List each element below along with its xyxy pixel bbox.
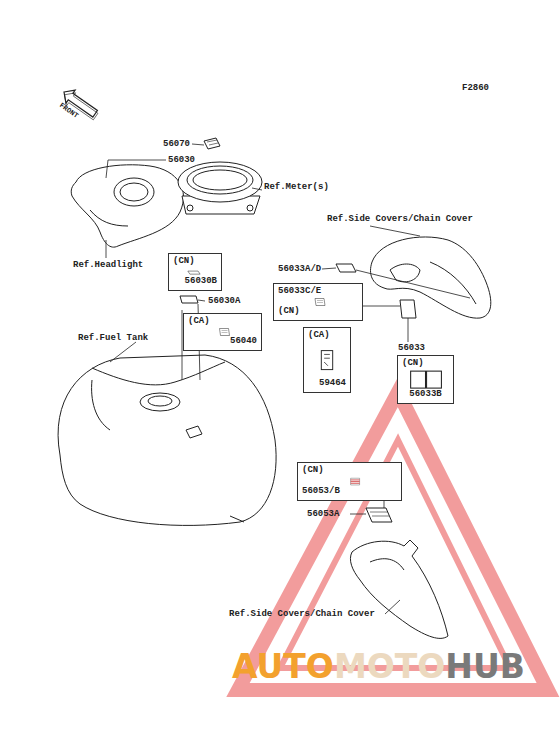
part-label: Ref.Headlight bbox=[73, 261, 143, 270]
callout-number: 56053A bbox=[307, 510, 339, 519]
part-label: Ref.Side Covers/Chain Cover bbox=[229, 610, 375, 619]
decal bbox=[366, 508, 392, 522]
callout-number: 56033B bbox=[409, 390, 441, 400]
callout-number: 56053/B bbox=[302, 487, 340, 497]
callout-number: 56030A bbox=[208, 297, 240, 306]
decal-box: 56033C/E (CN) bbox=[273, 283, 363, 321]
decal bbox=[336, 264, 356, 272]
box-heading: (CN) bbox=[302, 466, 324, 476]
box-heading: (CN) bbox=[402, 359, 424, 369]
callout-number: 56030 bbox=[168, 156, 195, 165]
decal bbox=[204, 138, 220, 149]
box-heading: (CA) bbox=[308, 331, 330, 341]
box-heading: (CA) bbox=[188, 317, 210, 327]
decal-icon bbox=[173, 267, 217, 277]
decal-icon bbox=[402, 369, 449, 390]
decal-icon bbox=[278, 297, 358, 307]
decal bbox=[400, 300, 416, 318]
headlight-cover bbox=[71, 165, 183, 247]
fuel-tank bbox=[58, 355, 276, 525]
decal-icon bbox=[308, 341, 346, 379]
box-heading: 56033C/E bbox=[278, 287, 321, 297]
watermark: AUTO bbox=[232, 650, 334, 683]
callout-number: 59464 bbox=[319, 379, 346, 389]
part-label: F2860 bbox=[462, 84, 489, 93]
front-arrow bbox=[58, 85, 101, 123]
meter bbox=[178, 138, 262, 214]
decal-box: (CN) 56030B bbox=[168, 253, 222, 291]
decal-icon bbox=[302, 476, 397, 487]
decal-box: (CN) 56033B bbox=[397, 355, 454, 404]
callout-number: 56030B bbox=[185, 277, 217, 287]
decal bbox=[180, 296, 198, 303]
watermark: MOTO bbox=[334, 650, 445, 683]
callout-number: 56033 bbox=[398, 344, 425, 353]
decal-box: (CN) 56053/B bbox=[297, 462, 402, 501]
decal-icon bbox=[188, 327, 257, 337]
callout-number: 56070 bbox=[163, 140, 190, 149]
side-cover-lower bbox=[350, 540, 448, 638]
watermark-triangle bbox=[238, 392, 548, 690]
decal-box: (CA) 59464 bbox=[303, 327, 351, 393]
callout-number: 56033A/D bbox=[278, 265, 321, 274]
part-label: Ref.Fuel Tank bbox=[78, 334, 148, 343]
box-heading: (CN) bbox=[173, 257, 195, 267]
callout-number: (CN) bbox=[278, 307, 300, 317]
callout-number: 56040 bbox=[230, 337, 257, 347]
decal-box: (CA) 56040 bbox=[183, 313, 262, 351]
part-label: Ref.Meter(s) bbox=[264, 183, 329, 192]
part-label: Ref.Side Covers/Chain Cover bbox=[327, 215, 473, 224]
watermark: HUB bbox=[445, 650, 525, 683]
